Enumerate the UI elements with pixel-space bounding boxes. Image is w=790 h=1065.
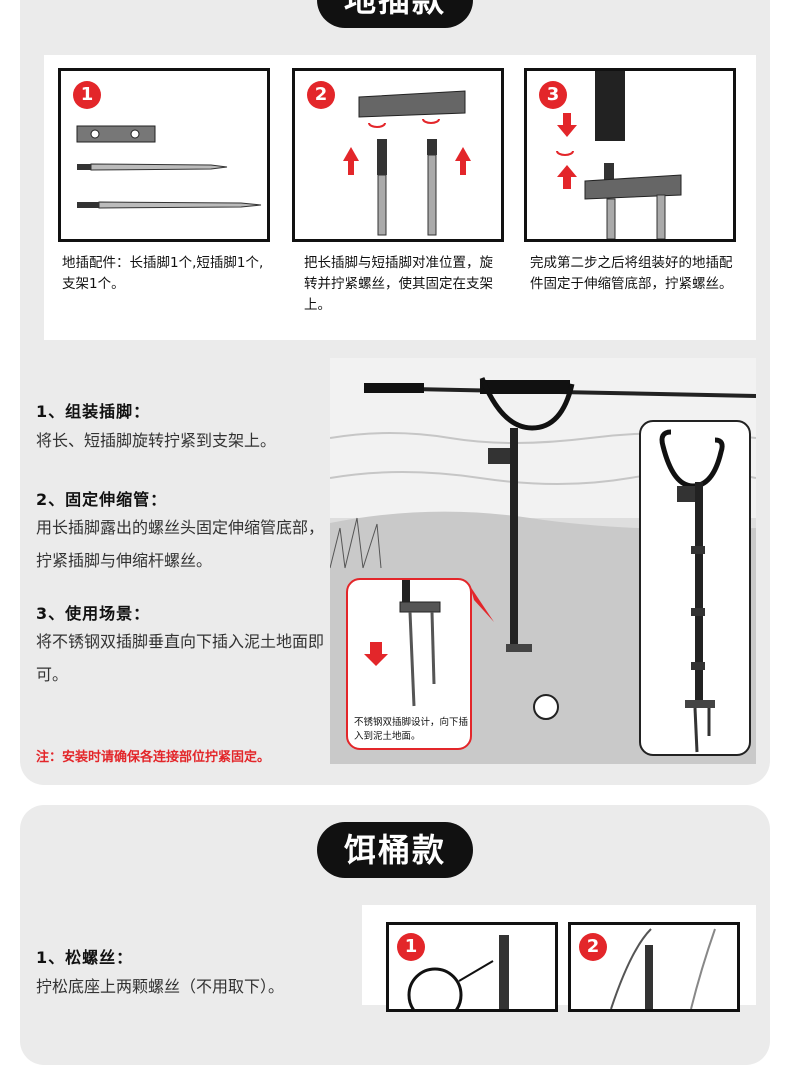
mount-illustration [556,71,682,239]
step-number-1: 1 [73,81,101,109]
step-number-2: 2 [307,81,335,109]
step-caption-3: 完成第二步之后将组装好的地插配件固定于伸缩管底部，拧紧螺丝。 [530,255,733,292]
step-card-3: 3 [524,68,736,242]
step-number-3: 3 [539,81,567,109]
assembly-illustration [343,90,471,236]
instruction-heading-2: 2、固定伸缩管： [36,490,168,509]
step-card-1: 1 [58,68,270,242]
accessory-parts-illustration [76,125,262,209]
instruction-body-2: 用长插脚露出的螺丝头固定伸缩管底部，拧紧插脚与伸缩杆螺丝。 [36,518,325,570]
step-card-2: 2 [292,68,504,242]
callout-text: 不锈钢双插脚设计，向下插入到泥土地面。 [354,717,469,742]
double-spike-illustration [364,580,441,707]
instruction-heading-3: 3、使用场景： [36,604,151,623]
section-title-bucket: 饵桶款 [317,822,473,878]
install-note: 注：安装时请确保各连接部位拧紧固定。 [36,750,271,765]
callout-pointer [470,586,494,622]
instruction-body-1: 将长、短插脚旋转拧紧到支架上。 [36,431,277,450]
section-title-ground: 地插款 [317,0,473,28]
bucket-step-number-2: 2 [579,933,607,961]
step-caption-1: 地插配件：长插脚1个,短插脚1个,支架1个。 [62,255,264,292]
bucket-instruction-body-1: 拧松底座上两颗螺丝（不用取下）。 [36,977,285,996]
full-stand-inset [639,420,751,756]
full-stand-illustration [659,429,725,753]
bucket-step-card-2: 2 [568,922,740,1012]
callout-box: 不锈钢双插脚设计，向下插入到泥土地面。 [346,578,472,750]
bucket-instruction-heading-1: 1、松螺丝： [36,948,134,967]
step-caption-2: 把长插脚与短插脚对准位置，旋转并拧紧螺丝，使其固定在支架上。 [304,255,493,313]
position-marker [533,694,559,720]
bucket-mount-illustration [610,928,716,1009]
bucket-step-card-1: 1 [386,922,558,1012]
bucket-step-number-1: 1 [397,933,425,961]
instruction-body-3: 将不锈钢双插脚垂直向下插入泥土地面即可。 [36,632,325,684]
instruction-heading-1: 1、组装插脚： [36,402,151,421]
loosen-screw-illustration [407,935,509,1009]
